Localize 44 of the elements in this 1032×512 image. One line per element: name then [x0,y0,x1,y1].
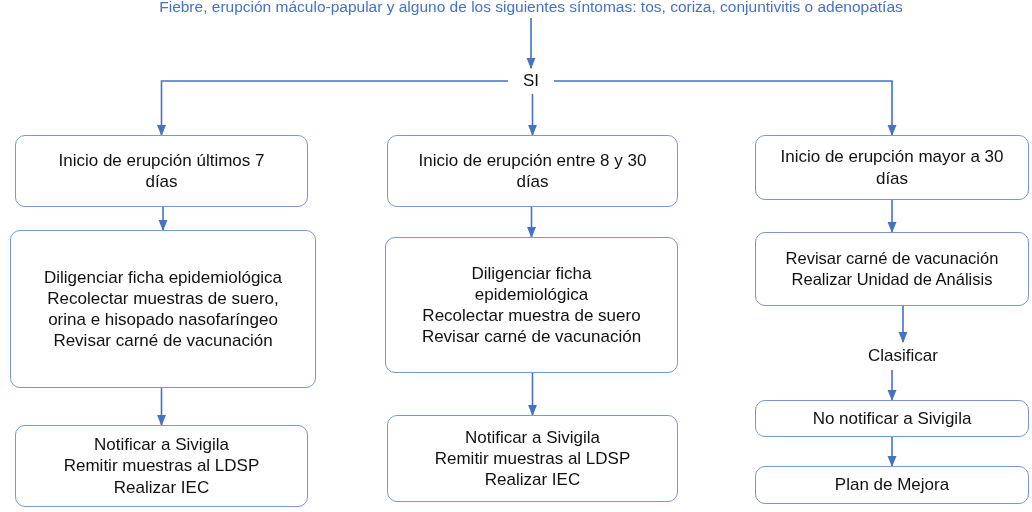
step-text: Recolectar muestra de suero [422,305,641,327]
arrow [898,305,908,344]
step-text: Diligenciar ficha epidemiológica [470,262,593,305]
step-text: Realizar IEC [484,469,581,491]
branch-label: SI [510,68,552,94]
step-text: Diligenciar ficha epidemiológica [43,266,283,288]
criteria-text: Fiebre, erupción máculo-papular y alguno de los siguientes síntomas: tos, coriza, conjuntivitis o adenopatías [31,0,1031,18]
step-text: Revisar carné de vacunación [53,330,273,352]
process-box [15,135,308,207]
process-box [15,425,308,507]
step-text: Realizar Unidad de Análisis [791,269,993,290]
step-label: Clasificar [850,342,956,370]
step-text: Remitir muestras al LDSP [63,455,260,477]
arrow [887,436,897,468]
arrow [887,369,897,402]
step-text: Inicio de erupción entre 8 y 30 días [417,149,648,193]
arrow [527,206,536,239]
process-box [385,237,678,373]
step-text: Inicio de erupción mayor a 30 días [779,146,1005,189]
process-box [387,135,678,207]
arrow [526,17,536,70]
process-box [387,415,678,502]
step-text: Revisar carné de vacunación [421,326,642,348]
step-text: Inicio de erupción últimos 7 días [57,149,266,193]
step-text: No notificar a Sivigila [812,407,972,430]
arrow [528,93,537,137]
step-text: Remitir muestras al LDSP [434,447,631,470]
step-text: Plan de Mejora [834,474,950,496]
arrow [528,372,537,417]
step-text: Realizar IEC [113,476,210,498]
step-text: Recolectar muestras de suero, orina e hisopado nasofaríngeo [46,287,280,331]
step-text: Revisar carné de vacunación [785,248,999,269]
arrow [887,199,897,234]
process-box [10,230,316,388]
step-text: Notificar a Sivigila [93,434,230,456]
arrow [157,80,509,137]
arrow [158,206,168,232]
arrow [553,80,897,137]
process-box [755,135,1029,200]
step-text: Notificar a Sivigila [464,426,601,448]
process-box [755,232,1029,306]
arrow [157,387,166,427]
process-box [755,466,1029,504]
process-box [755,400,1029,437]
